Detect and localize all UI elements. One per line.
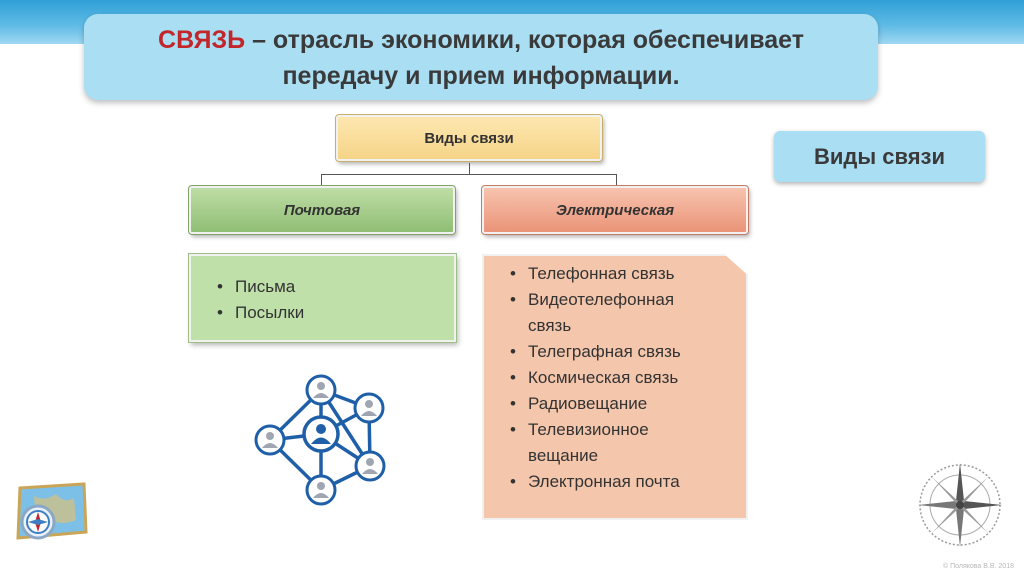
electric-box: Электрическая bbox=[481, 185, 749, 235]
list-item: Телеграфная связь bbox=[510, 339, 736, 365]
title-rest: – отрасль экономики, которая обеспечивае… bbox=[245, 26, 804, 54]
copyright-note: © Полякова В.В. 2018 bbox=[942, 563, 1014, 570]
electric-list: Телефонная связь Видеотелефонная связь Т… bbox=[482, 254, 748, 520]
people-network-icon bbox=[254, 374, 386, 506]
map-compass-icon bbox=[16, 482, 88, 540]
person-node bbox=[305, 474, 337, 506]
types-button[interactable]: Виды связи bbox=[774, 131, 985, 182]
person-node bbox=[354, 450, 386, 482]
list-item: Электронная почта bbox=[510, 469, 736, 495]
title-line-2: передачу и прием информации. bbox=[282, 62, 680, 90]
connector-left-down bbox=[321, 174, 322, 186]
connector-horizontal bbox=[321, 174, 617, 175]
compass-rose-icon bbox=[918, 463, 1002, 547]
connector-root-down bbox=[469, 163, 470, 174]
list-item: Радиовещание bbox=[510, 391, 736, 417]
postal-list: Письма Посылки bbox=[188, 253, 457, 343]
list-item: Посылки bbox=[217, 300, 444, 326]
list-item: Письма bbox=[217, 274, 444, 300]
title-accent: СВЯЗЬ bbox=[158, 26, 246, 54]
postal-box: Почтовая bbox=[188, 185, 456, 235]
list-item: Видеотелефонная связь bbox=[510, 287, 698, 339]
list-item: Телевизионное вещание bbox=[510, 417, 678, 469]
list-item: Космическая связь bbox=[510, 365, 736, 391]
person-node-center bbox=[302, 415, 340, 453]
page-title: СВЯЗЬ – отрасль экономики, которая обесп… bbox=[84, 14, 878, 100]
person-node bbox=[305, 374, 337, 406]
diagram-root: Виды связи bbox=[335, 114, 603, 162]
title-line-1: СВЯЗЬ – отрасль экономики, которая обесп… bbox=[84, 22, 878, 58]
connector-right-down bbox=[616, 174, 617, 186]
person-node bbox=[254, 424, 286, 456]
person-node bbox=[353, 392, 385, 424]
list-item: Телефонная связь bbox=[510, 261, 736, 287]
